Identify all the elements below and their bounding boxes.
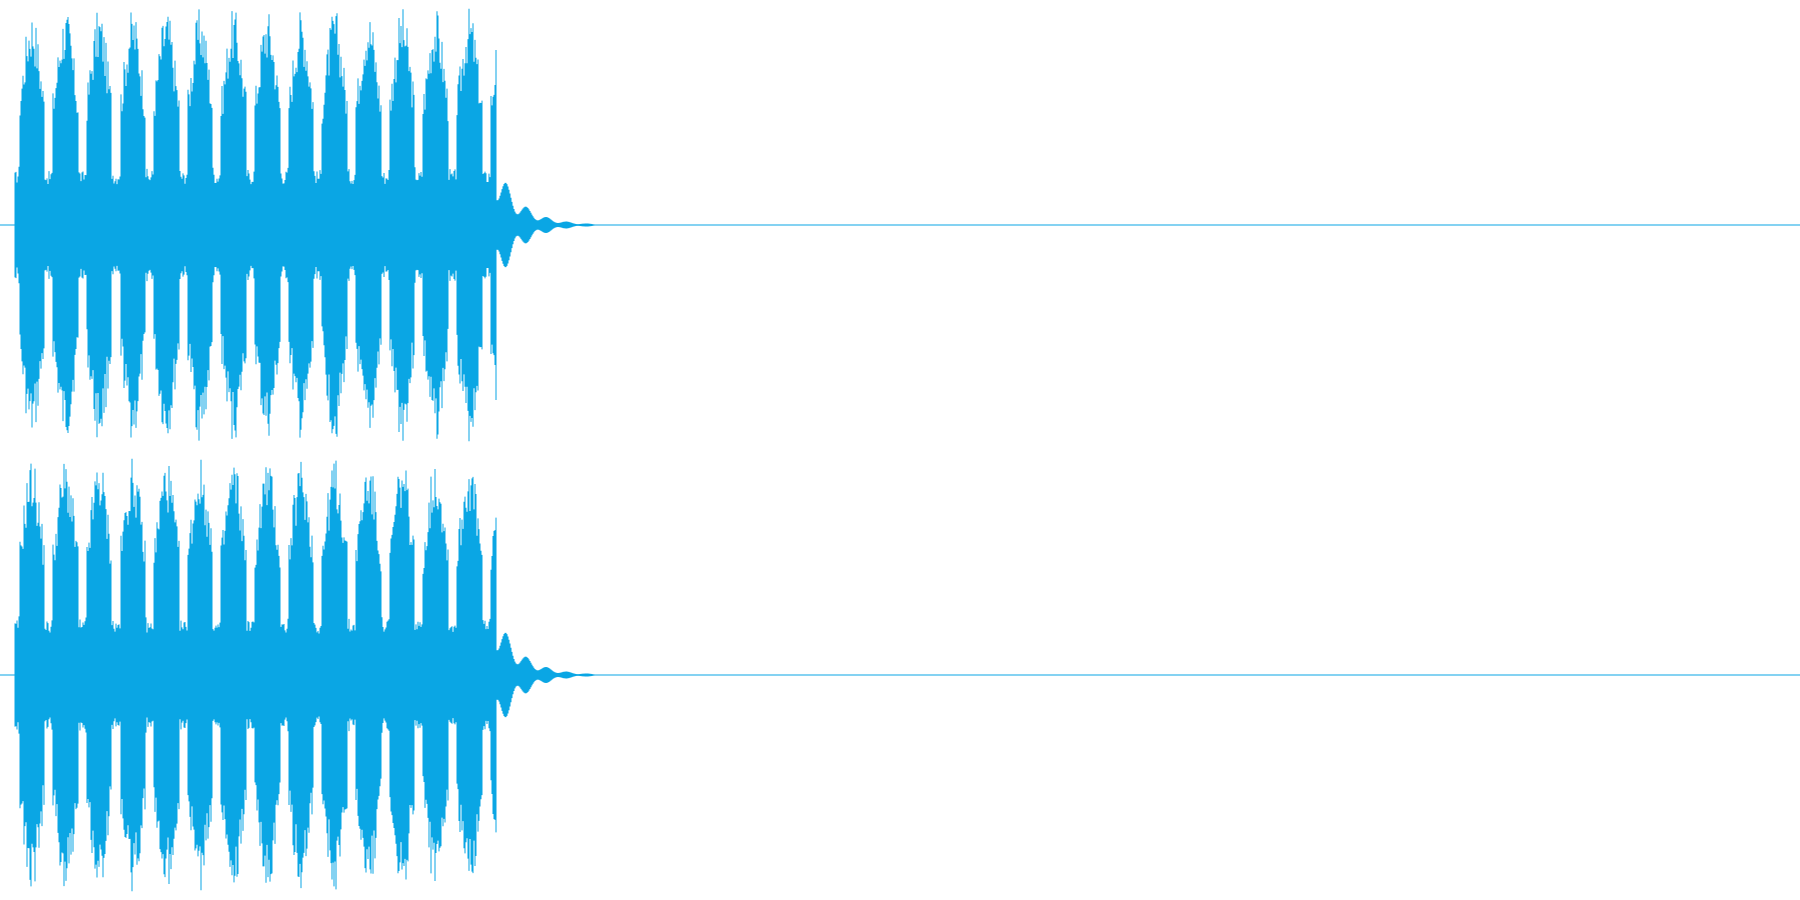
waveform-trace <box>14 8 595 442</box>
channel-2-waveform <box>0 458 1800 892</box>
channel-1-waveform <box>0 8 1800 442</box>
waveform-trace <box>14 458 595 892</box>
